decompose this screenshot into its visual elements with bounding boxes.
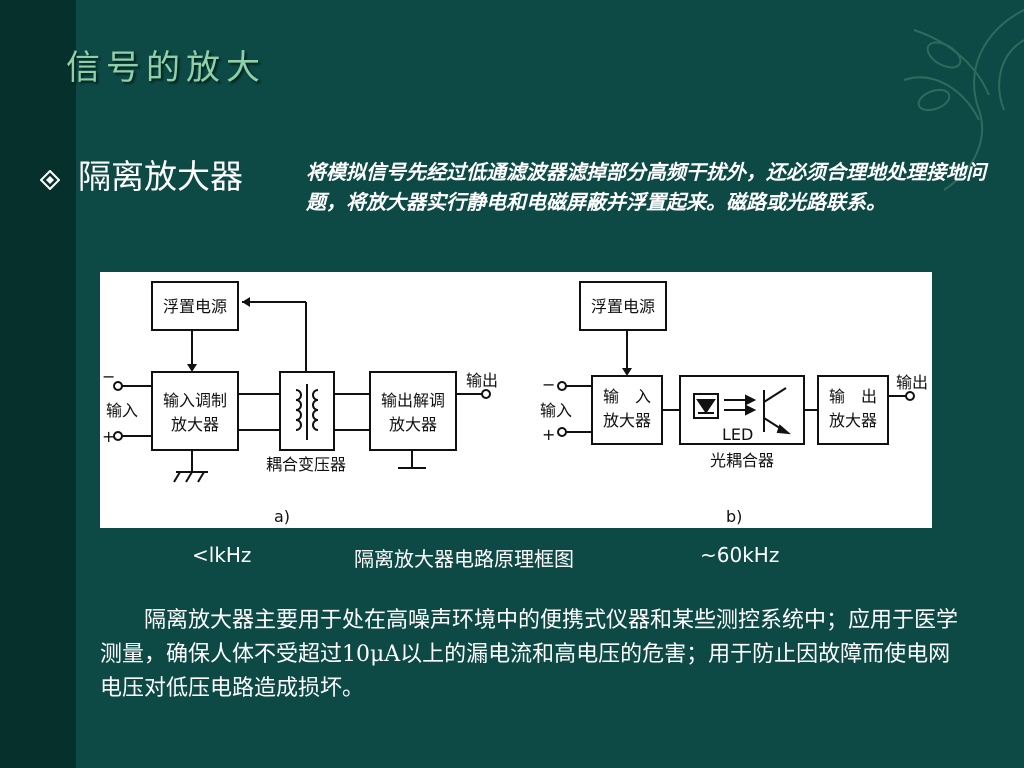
a-output-label: 输出 [466,371,498,390]
a-output-demod-label-1: 输出解调 [381,391,445,410]
b-output-label: 输出 [896,373,928,392]
b-minus-sign: − [542,375,555,394]
caption-right: ~60kHz [700,543,780,567]
b-plus-sign: + [542,425,555,444]
caption-left: <lkHz [192,543,252,567]
b-sub-label: b) [726,507,742,526]
a-output-demod-amp-box [369,371,457,451]
a-sub-label: a) [274,507,290,526]
b-output-amp-label-1: 输 出 [829,387,877,406]
b-led-label: LED [722,425,753,444]
body-paragraph: 隔离放大器主要用于处在高噪声环境中的便携式仪器和某些测控系统中；应用于医学测量，… [100,608,959,701]
b-coupler-label: 光耦合器 [710,451,774,470]
isolation-amplifier-diagram: 浮置电源 输入调制 放大器 输出解调 放大器 耦合变压器 输入 输出 − + a… [100,272,932,528]
b-floating-power-box [579,281,667,331]
caption-center: 隔离放大器电路原理框图 [354,547,574,571]
b-input-amp-label-2: 放大器 [603,411,651,430]
b-input-label: 输入 [540,401,572,420]
section-description: 将模拟信号先经过低通滤波器滤掉部分高频干扰外，还必须合理地处理接地问题，将放大器… [306,160,986,214]
diamond-bullet-icon [40,170,60,190]
a-transformer-label: 耦合变压器 [266,455,346,474]
a-floating-power-box [151,281,239,331]
a-plus-sign: + [102,427,115,446]
b-floating-power-label: 浮置电源 [591,297,655,316]
page-title: 信号的放大 [66,48,266,88]
a-minus-sign: − [102,367,115,386]
section-heading: 隔离放大器 [78,157,243,196]
a-output-demod-label-2: 放大器 [389,415,437,434]
b-input-amp-label-1: 输 入 [603,387,651,406]
a-floating-power-label: 浮置电源 [163,297,227,316]
a-input-mod-amp-box [151,371,239,451]
a-input-label: 输入 [106,401,138,420]
a-input-mod-label-2: 放大器 [171,415,219,434]
a-input-mod-label-1: 输入调制 [163,391,227,410]
floral-ornament [903,9,1024,191]
b-output-amp-label-2: 放大器 [829,411,877,430]
left-decor-band [0,0,76,768]
